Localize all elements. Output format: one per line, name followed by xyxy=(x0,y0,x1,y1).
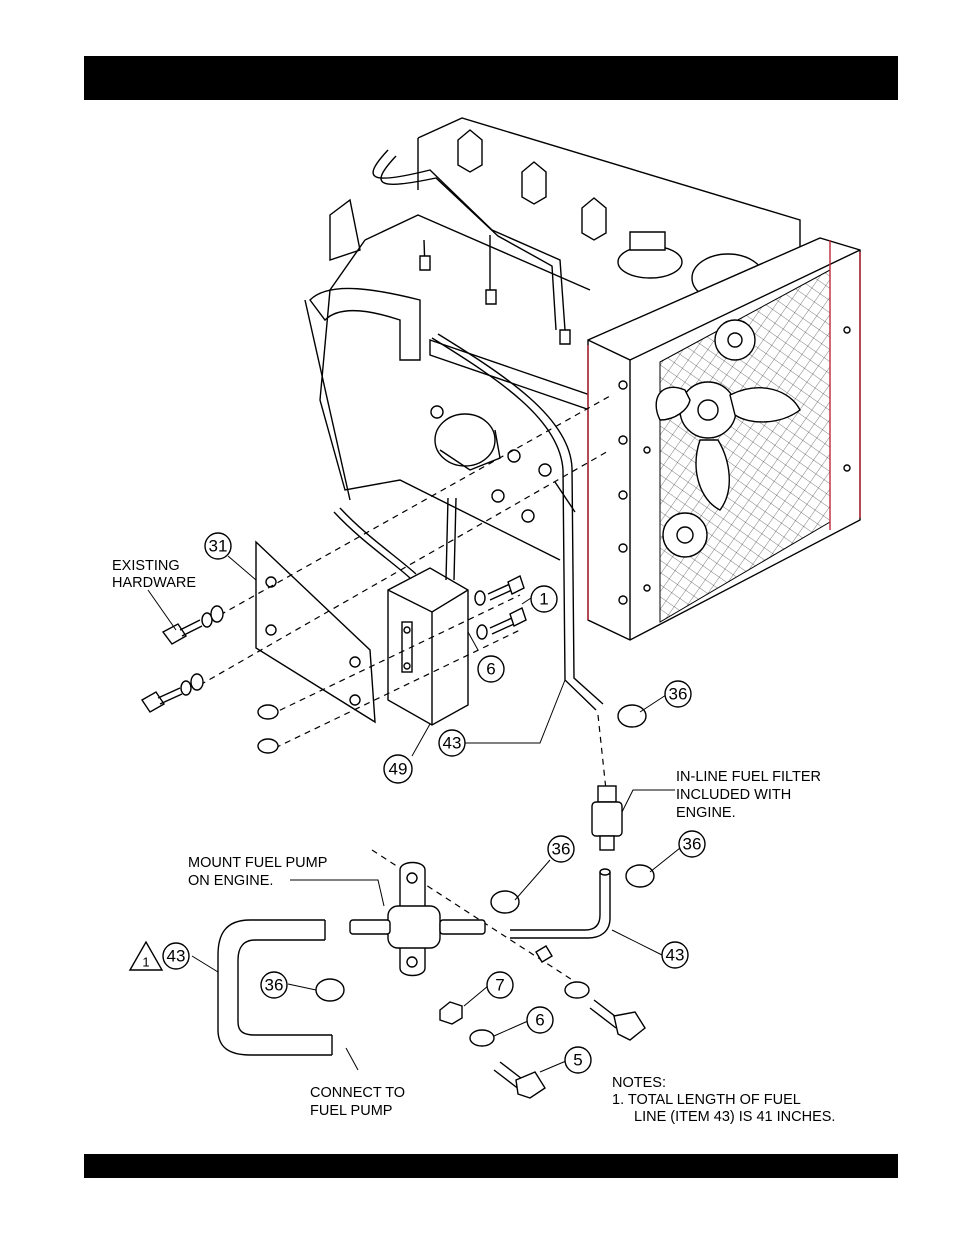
mount-label-1: MOUNT FUEL PUMP xyxy=(188,855,327,871)
callout-1: 1 xyxy=(531,586,557,612)
mount-label-2: ON ENGINE. xyxy=(188,873,273,889)
footer-bar xyxy=(84,1154,898,1178)
callout-43b: 43 xyxy=(662,942,688,968)
connect-label-1: CONNECT TO xyxy=(310,1085,405,1101)
note-flag-number: 1 xyxy=(142,955,149,970)
svg-text:36: 36 xyxy=(669,685,688,704)
svg-text:43: 43 xyxy=(443,734,462,753)
svg-text:36: 36 xyxy=(552,840,571,859)
callout-6b: 6 xyxy=(527,1007,553,1033)
filter-label-3: ENGINE. xyxy=(676,805,736,821)
svg-text:7: 7 xyxy=(495,976,504,995)
callout-31: 31 xyxy=(205,533,231,559)
notes-line-2: LINE (ITEM 43) IS 41 INCHES. xyxy=(634,1109,835,1125)
existing-hardware-label-1: EXISTING xyxy=(112,558,180,574)
callout-5: 5 xyxy=(565,1047,591,1073)
connect-label-2: FUEL PUMP xyxy=(310,1103,392,1119)
notes-heading: NOTES: xyxy=(612,1075,666,1091)
svg-text:6: 6 xyxy=(486,660,495,679)
existing-hardware-label-2: HARDWARE xyxy=(112,575,196,591)
callout-36b: 36 xyxy=(548,836,574,862)
callout-43c: 43 xyxy=(163,943,189,969)
svg-text:5: 5 xyxy=(573,1051,582,1070)
callout-36d: 36 xyxy=(261,972,287,998)
callout-6a: 6 xyxy=(478,656,504,682)
callout-43a: 43 xyxy=(439,730,465,756)
svg-text:43: 43 xyxy=(666,946,685,965)
callout-36c: 36 xyxy=(679,831,705,857)
callout-7: 7 xyxy=(487,972,513,998)
svg-text:43: 43 xyxy=(167,947,186,966)
svg-text:1: 1 xyxy=(539,590,548,609)
callout-36a: 36 xyxy=(665,681,691,707)
notes-line-1: 1. TOTAL LENGTH OF FUEL xyxy=(612,1092,801,1108)
svg-text:49: 49 xyxy=(389,760,408,779)
svg-text:6: 6 xyxy=(535,1011,544,1030)
filter-label-2: INCLUDED WITH xyxy=(676,787,791,803)
svg-text:36: 36 xyxy=(265,976,284,995)
svg-text:31: 31 xyxy=(209,537,228,556)
filter-label-1: IN-LINE FUEL FILTER xyxy=(676,769,821,785)
callout-49: 49 xyxy=(384,755,412,783)
svg-text:36: 36 xyxy=(683,835,702,854)
